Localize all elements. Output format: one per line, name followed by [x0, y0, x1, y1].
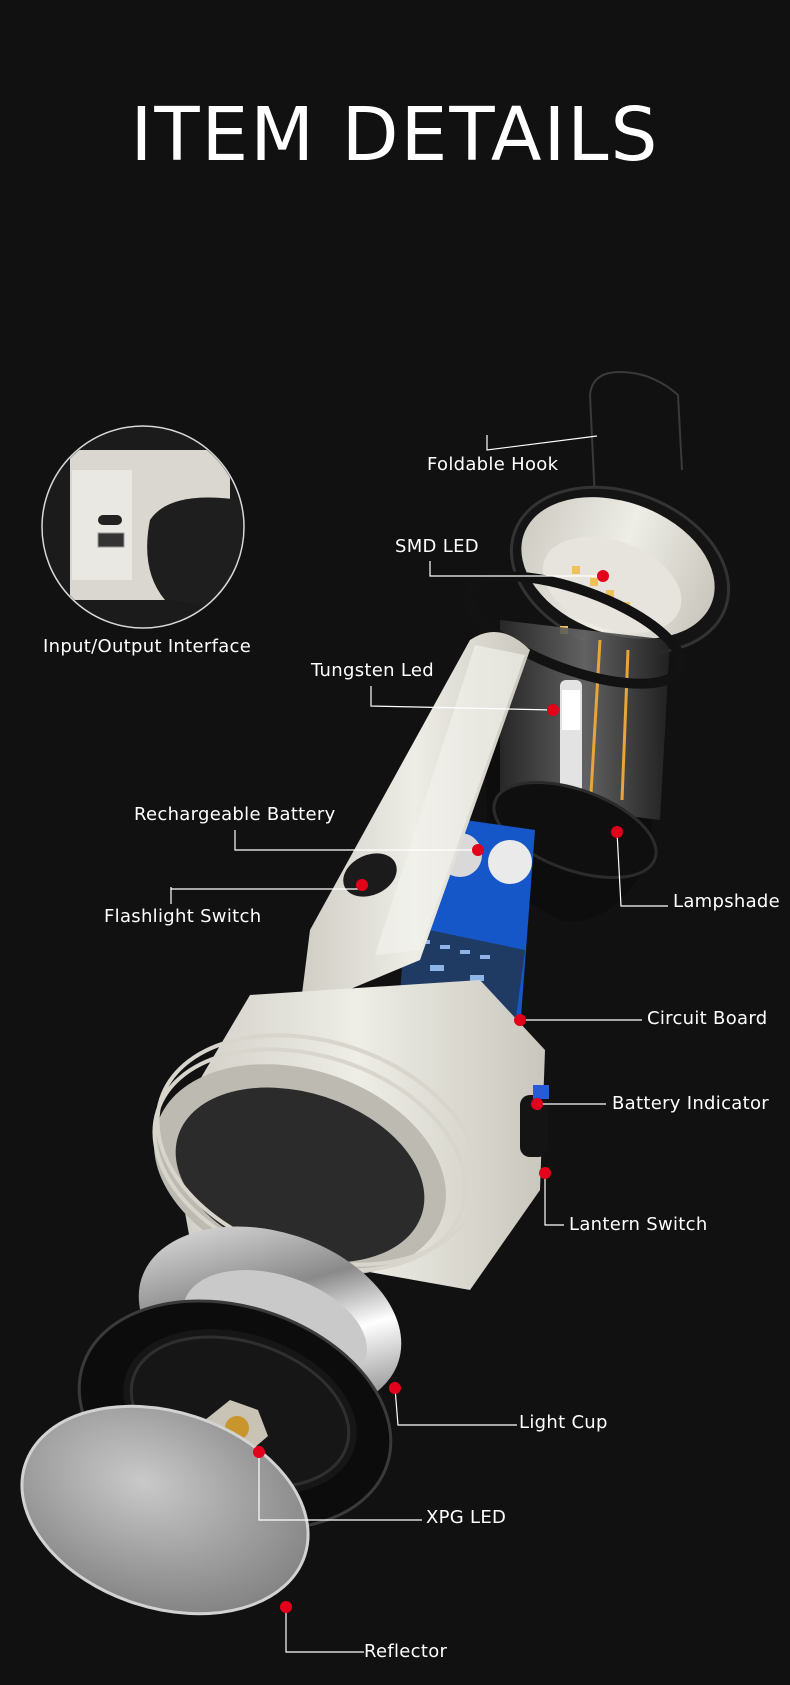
marker-smd-led [597, 570, 609, 582]
marker-xpg-led [253, 1446, 265, 1458]
marker-flashlight-switch [356, 879, 368, 891]
hook [584, 366, 688, 501]
callout-circuit-board: Circuit Board [647, 1008, 768, 1029]
callout-smd-led: SMD LED [395, 536, 479, 557]
callout-input-output-interface: Input/Output Interface [43, 636, 252, 657]
marker-circuit-board [514, 1014, 526, 1026]
callout-rechargeable-battery: Rechargeable Battery [134, 804, 336, 825]
callout-battery-indicator: Battery Indicator [612, 1093, 769, 1114]
marker-reflector [280, 1601, 292, 1613]
marker-battery-indicator [531, 1098, 543, 1110]
callout-tungsten-led: Tungsten Led [311, 660, 434, 681]
leader-lines [170, 435, 668, 1653]
handle [300, 632, 530, 1010]
marker-light-cup [389, 1382, 401, 1394]
marker-lantern-switch [539, 1167, 551, 1179]
callout-flashlight-switch: Flashlight Switch [104, 906, 262, 927]
marker-rechargeable-battery [472, 844, 484, 856]
callout-light-cup: Light Cup [519, 1412, 608, 1433]
page-title: ITEM DETAILS [130, 92, 660, 178]
marker-tungsten-led [547, 704, 559, 716]
callout-lampshade: Lampshade [673, 891, 781, 912]
callout-reflector: Reflector [364, 1641, 448, 1662]
main-body [152, 980, 549, 1290]
input-output-inset [41, 425, 245, 629]
callout-foldable-hook: Foldable Hook [427, 454, 559, 475]
callout-lantern-switch: Lantern Switch [569, 1214, 708, 1235]
callout-markers [253, 570, 623, 1613]
callout-xpg-led: XPG LED [426, 1507, 507, 1528]
reflector-lens [20, 1404, 310, 1616]
top-cap [509, 485, 731, 660]
marker-lampshade [611, 826, 623, 838]
